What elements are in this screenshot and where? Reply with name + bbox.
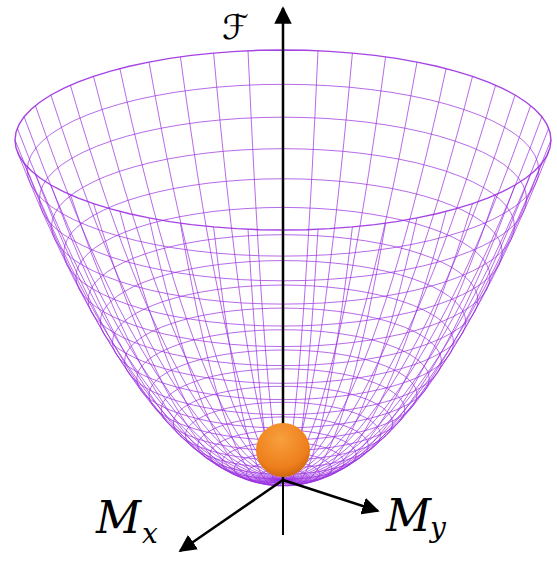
mesh-line — [248, 51, 283, 480]
mesh-line — [94, 76, 284, 480]
mesh-line — [283, 117, 542, 480]
axis-label: M — [386, 494, 431, 538]
mesh-line — [283, 106, 531, 480]
axis-subscript: y — [430, 514, 446, 542]
mesh-line — [24, 117, 283, 480]
mesh-line — [283, 128, 549, 480]
mesh-line — [283, 204, 473, 483]
axis-f — [282, 8, 285, 480]
force-axis-label: ℱ — [222, 10, 249, 44]
axis-label: M — [96, 496, 141, 540]
ball — [256, 423, 310, 477]
axis-down — [282, 480, 284, 535]
mesh-line — [283, 76, 473, 480]
axis-my — [283, 480, 378, 511]
mesh-line — [283, 51, 318, 480]
axis-subscript: x — [142, 520, 158, 548]
axis-mx — [180, 480, 283, 551]
